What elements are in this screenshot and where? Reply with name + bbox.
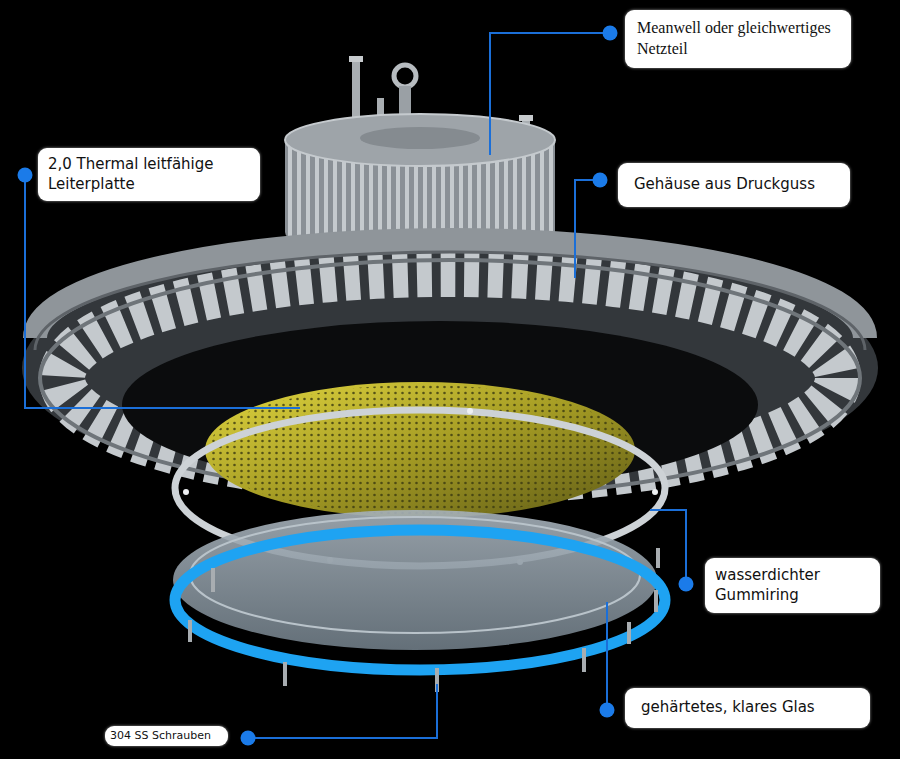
- stainless-screws: [188, 548, 660, 692]
- callout-box: 2,0 Thermal leitfähige Leiterplatte: [38, 148, 260, 201]
- pcb-leds: [208, 385, 632, 515]
- pcb-board: [205, 382, 635, 518]
- leader-lines: [25, 33, 686, 738]
- leader-dot: [593, 173, 608, 188]
- bolt-head: [349, 56, 363, 62]
- callout-label: gehärtetes, klares Glas: [641, 698, 854, 718]
- bolt-head: [519, 115, 533, 121]
- callout-box: Meanwell oder gleichwertiges Netzteil: [625, 10, 851, 68]
- leader-dot: [18, 168, 33, 183]
- callout-box: 304 SS Schrauben: [105, 726, 228, 746]
- leader-line: [606, 602, 608, 710]
- leader-line: [650, 510, 686, 584]
- screw: [283, 662, 287, 686]
- ring-screw: [467, 408, 473, 414]
- screw: [654, 590, 658, 612]
- leader-dot: [241, 731, 256, 746]
- callout-box: wasserdichter Gummiring: [705, 558, 880, 613]
- power-supply-cap: [360, 127, 480, 149]
- screw: [582, 648, 586, 672]
- callout-box: Gehäuse aus Druckguss: [618, 163, 850, 207]
- housing-rim-edge: [35, 252, 865, 350]
- screw: [656, 548, 660, 568]
- ring-screw: [652, 489, 658, 495]
- screw: [188, 620, 192, 642]
- screw: [627, 622, 631, 644]
- leader-line: [25, 175, 300, 408]
- screw: [211, 568, 215, 592]
- leader-line: [575, 180, 600, 278]
- hanging-ring: [394, 65, 416, 87]
- leader-dot: [603, 26, 618, 41]
- callout-label: Meanwell oder gleichwertiges Netzteil: [637, 18, 839, 60]
- leader-line: [490, 33, 610, 155]
- callout-label: 2,0 Thermal leitfähige Leiterplatte: [48, 155, 250, 194]
- led-pcb: [205, 382, 635, 518]
- power-supply-top: [285, 114, 555, 166]
- leader-dot: [679, 577, 694, 592]
- leader-dots: [18, 26, 694, 746]
- ring-screw: [183, 489, 189, 495]
- leader-dot: [600, 703, 615, 718]
- housing-rim: [35, 240, 865, 338]
- callout-label: 304 SS Schrauben: [110, 729, 223, 743]
- callout-label: wasserdichter Gummiring: [715, 566, 870, 605]
- callout-label: Gehäuse aus Druckguss: [634, 175, 834, 195]
- callout-box: gehärtetes, klares Glas: [625, 688, 870, 728]
- rubber-ring: [175, 530, 665, 670]
- leader-line: [248, 684, 437, 738]
